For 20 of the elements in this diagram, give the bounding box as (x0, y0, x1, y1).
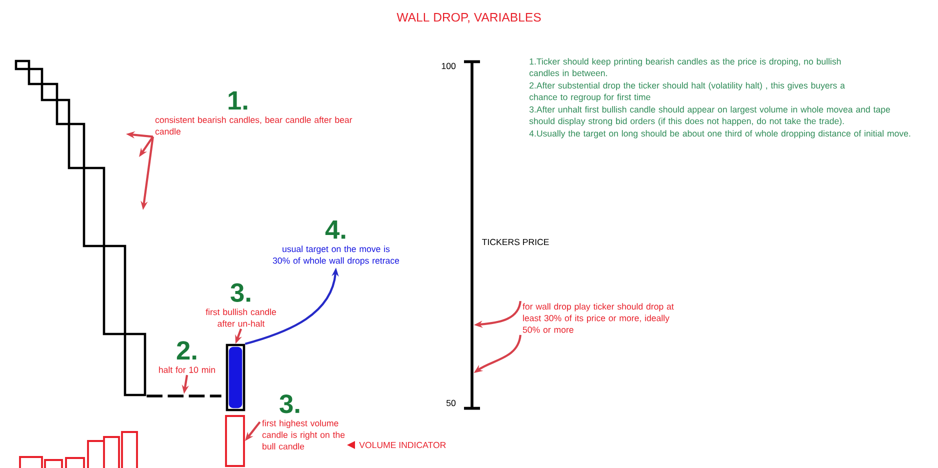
indicator-label: VOLUME INDICATOR (359, 442, 446, 448)
bearish-candles-drawing (14, 60, 146, 396)
callout-text: 3. first highest volume candle is right on the bull candle (262, 394, 345, 450)
callout-text: 2. halt for 10 min (159, 341, 215, 373)
callout-text: 1. consistent bearish candles, bear candle after bear candle (155, 91, 352, 135)
note-text: 4.Usually the target on long should be about one third of whole dropping distance of initial move. (529, 130, 910, 138)
note-text: 3.After unhalt first bullish candle should appear on largest volume in whole movea and tape should display strong bid orders (if this does not happen, do not take the trade). (529, 106, 890, 126)
volume-bar (225, 415, 245, 467)
tick-label: 50 (446, 400, 456, 406)
tick-label: 100 (442, 62, 456, 70)
note-text: 1.Ticker should keep printing bearish candles as the price is droping, no bullish candles in between. (530, 58, 841, 76)
halt-dashed-line (146, 394, 222, 398)
callout-text: 4. usual target on the move is 30% of whole wall drops retrace (272, 220, 400, 266)
callout-text: 3. first bullish candle after un-halt (206, 283, 276, 327)
title: WALL DROP, VARIABLES (396, 12, 541, 24)
price-axis (462, 60, 482, 410)
bull-candle (226, 344, 246, 412)
note-text: 2.After substential drop the ticker should halt (volatility halt) , this gives buyers a chance to regroup for first time (530, 82, 845, 102)
axis-label: TICKERS PRICE (482, 238, 549, 246)
callout-text: for wall drop play ticker should drop at least 30% of its price or more, ideally 50% or more (522, 303, 674, 333)
